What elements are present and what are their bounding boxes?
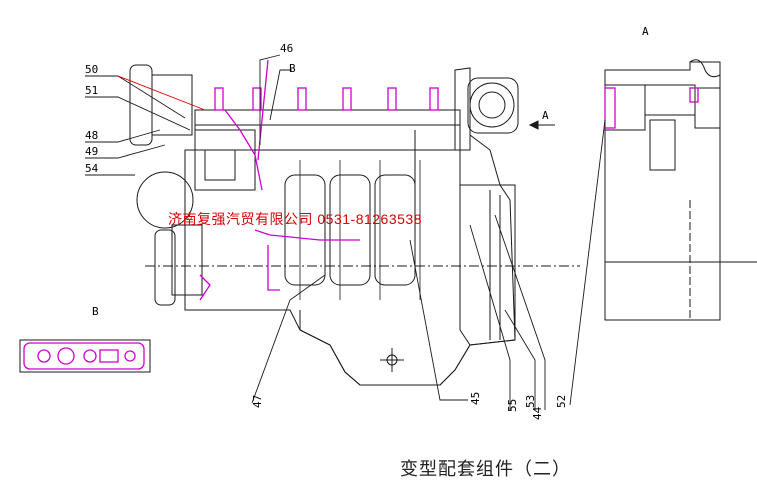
part-number-50: 50: [85, 63, 99, 76]
part-number-54: 54: [85, 162, 99, 175]
fuel-injectors: [214, 87, 439, 111]
part-number-49: 49: [85, 145, 99, 158]
drawing-caption: 变型配套组件（二）: [400, 459, 571, 480]
crank-pulley: [136, 171, 194, 229]
fuel-line: [224, 109, 263, 191]
view-a-label: A: [642, 25, 649, 38]
part-number-45: 45: [469, 391, 482, 405]
company-watermark: 济南复强汽贸有限公司 0531-81263538: [168, 211, 422, 227]
view-b-label: B: [92, 305, 99, 318]
turbocharger: [469, 82, 515, 128]
part-number-44: 44: [531, 406, 544, 420]
injection-pump: [194, 129, 256, 191]
view-b-arrow-label: B: [289, 62, 296, 75]
view-b-gasket: [23, 342, 145, 370]
view-b-detail: [19, 339, 151, 373]
flywheel-housing: [459, 184, 516, 346]
part-number-51: 51: [85, 84, 99, 97]
part-number-55: 55: [506, 398, 519, 412]
oil-pan: [299, 310, 471, 386]
part-number-48: 48: [85, 129, 99, 142]
part-number-46: 46: [280, 42, 294, 55]
part-number-52: 52: [555, 394, 568, 408]
part-number-47: 47: [251, 394, 264, 408]
view-a-arrow-label: A: [542, 109, 549, 122]
view-a-detail: [604, 59, 757, 321]
